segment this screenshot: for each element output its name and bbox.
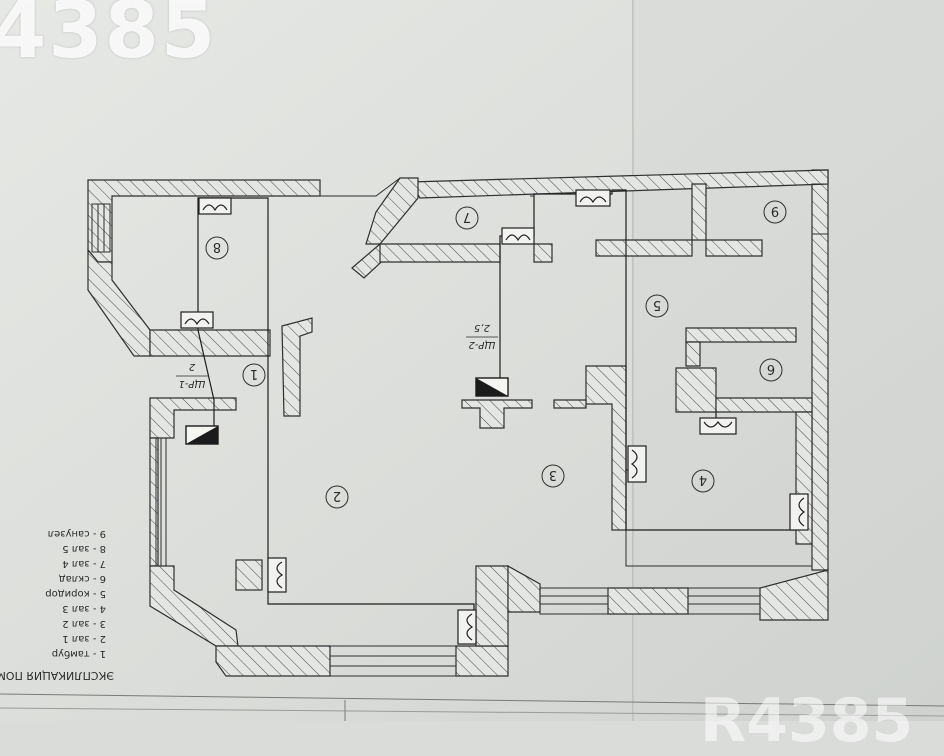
- panel-label-2: ЩР-2 2,5: [466, 322, 498, 350]
- panel-name: ЩР-2: [469, 339, 496, 350]
- wall: [553, 399, 587, 409]
- legend-title: ЭКСПЛИКАЦИЯ ПОМЕЩЕНИЙ: [0, 669, 114, 682]
- windows: [91, 183, 829, 677]
- room-number: 3: [549, 467, 557, 482]
- floor-plan: ЩР-1 2 ЩР-2 2,5 1 2 3 4 5 6: [0, 0, 944, 721]
- wall: [685, 327, 797, 343]
- window: [811, 183, 829, 235]
- lamp-icon: [789, 493, 809, 531]
- wall: [455, 645, 509, 677]
- lamp-icon: [501, 227, 535, 245]
- room-marker-3: 3: [541, 464, 565, 488]
- wall: [379, 243, 501, 263]
- room-markers: 1 2 3 4 5 6 7 8: [205, 200, 787, 509]
- lamp-icon: [699, 417, 737, 435]
- circuit-group-1: [197, 197, 475, 618]
- window: [149, 437, 167, 567]
- window: [91, 203, 111, 253]
- legend-item: 5 - коридор: [45, 588, 106, 599]
- wall: [215, 645, 331, 677]
- lamp-icon: [267, 557, 287, 593]
- wall: [533, 243, 553, 263]
- room-marker-7: 7: [455, 206, 479, 230]
- legend-item: 8 - зал 5: [62, 543, 106, 554]
- panel-label-1: ЩР-1 2: [176, 361, 208, 389]
- window: [329, 645, 457, 677]
- room-number: 7: [463, 209, 471, 224]
- legend-item: 6 - склад: [59, 573, 106, 584]
- wall: [691, 183, 707, 241]
- room-number: 6: [767, 361, 775, 376]
- room-marker-1: 1: [242, 363, 266, 387]
- wall: [685, 341, 701, 367]
- wall: [461, 399, 533, 429]
- walls: [87, 169, 829, 677]
- room-marker-9: 9: [763, 200, 787, 224]
- wall: [475, 565, 509, 647]
- room-number: 2: [333, 488, 341, 503]
- legend: ЭКСПЛИКАЦИЯ ПОМЕЩЕНИЙ 1 - тамбур 2 - зал…: [0, 528, 114, 682]
- wall: [281, 317, 313, 417]
- wall: [675, 367, 717, 413]
- window: [687, 587, 761, 615]
- wall: [811, 169, 829, 571]
- legend-item: 1 - тамбур: [52, 648, 106, 659]
- wall: [607, 587, 689, 615]
- room-marker-5: 5: [645, 294, 669, 318]
- lamps: [180, 189, 809, 645]
- wall: [149, 565, 239, 647]
- room-number: 9: [771, 203, 779, 218]
- wall: [149, 329, 271, 357]
- panel-shr-1: [185, 425, 219, 445]
- wall: [235, 559, 263, 591]
- panel-shr-2: [475, 377, 509, 397]
- room-number: 4: [699, 472, 707, 487]
- wall: [715, 397, 813, 413]
- legend-item: 2 - зал 1: [62, 633, 106, 644]
- legend-item: 9 - санузел: [48, 528, 106, 539]
- frame-line: [0, 693, 944, 707]
- lamp-icon: [627, 445, 647, 483]
- room-number: 1: [250, 366, 258, 381]
- legend-item: 7 - зал 4: [62, 558, 106, 569]
- legend-item: 3 - зал 2: [62, 618, 106, 629]
- window: [539, 587, 609, 615]
- frame-line: [0, 707, 944, 717]
- room-number: 5: [653, 297, 661, 312]
- room-marker-4: 4: [691, 469, 715, 493]
- lamp-icon: [575, 189, 611, 207]
- lamp-icon: [457, 609, 477, 645]
- lamp-icon: [180, 311, 214, 329]
- room-marker-6: 6: [759, 358, 783, 382]
- wall: [595, 239, 693, 257]
- room-marker-8: 8: [205, 236, 229, 260]
- panel-count: 2,5: [474, 322, 490, 333]
- wall: [705, 239, 763, 257]
- wall: [149, 437, 159, 567]
- panel-name: ЩР-1: [179, 378, 206, 389]
- legend-item: 4 - зал 3: [62, 603, 106, 614]
- room-marker-2: 2: [325, 485, 349, 509]
- panel-count: 2: [189, 361, 195, 372]
- room-number: 8: [213, 239, 221, 254]
- lamp-icon: [198, 197, 232, 215]
